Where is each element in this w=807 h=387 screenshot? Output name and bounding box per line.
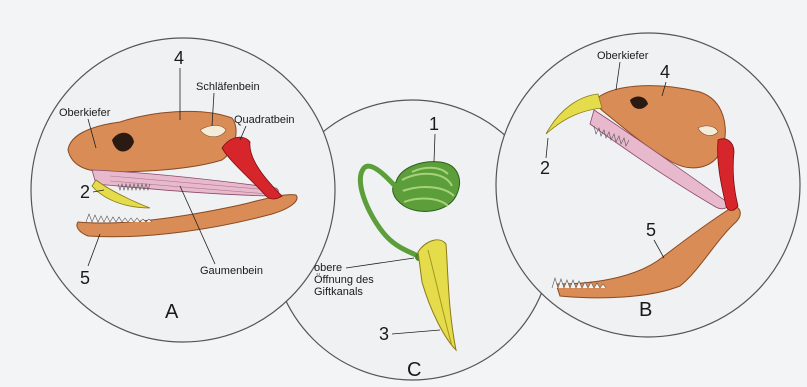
label-oberkiefer-b: Oberkiefer (597, 50, 649, 62)
label-opening-line3: Giftkanals (314, 286, 363, 298)
panel-letter-b: B (639, 299, 652, 321)
label-schlaefenbein-a: Schläfenbein (196, 81, 260, 93)
label-4-a: 4 (174, 48, 184, 68)
panel-letter-c: C (407, 359, 421, 381)
label-quadratbein-a: Quadratbein (234, 114, 295, 126)
label-3-c: 3 (379, 324, 389, 344)
panel-letter-a: A (165, 301, 179, 323)
label-opening-line2: Öffnung des (314, 274, 374, 286)
label-1-c: 1 (429, 114, 439, 134)
label-4-b: 4 (660, 62, 670, 82)
label-2-b: 2 (540, 158, 550, 178)
label-2-a: 2 (80, 182, 90, 202)
label-gaumenbein-a: Gaumenbein (200, 265, 263, 277)
label-opening-line1: obere (314, 262, 342, 274)
label-5-b: 5 (646, 220, 656, 240)
label-5-a: 5 (80, 268, 90, 288)
label-oberkiefer-a: Oberkiefer (59, 107, 111, 119)
